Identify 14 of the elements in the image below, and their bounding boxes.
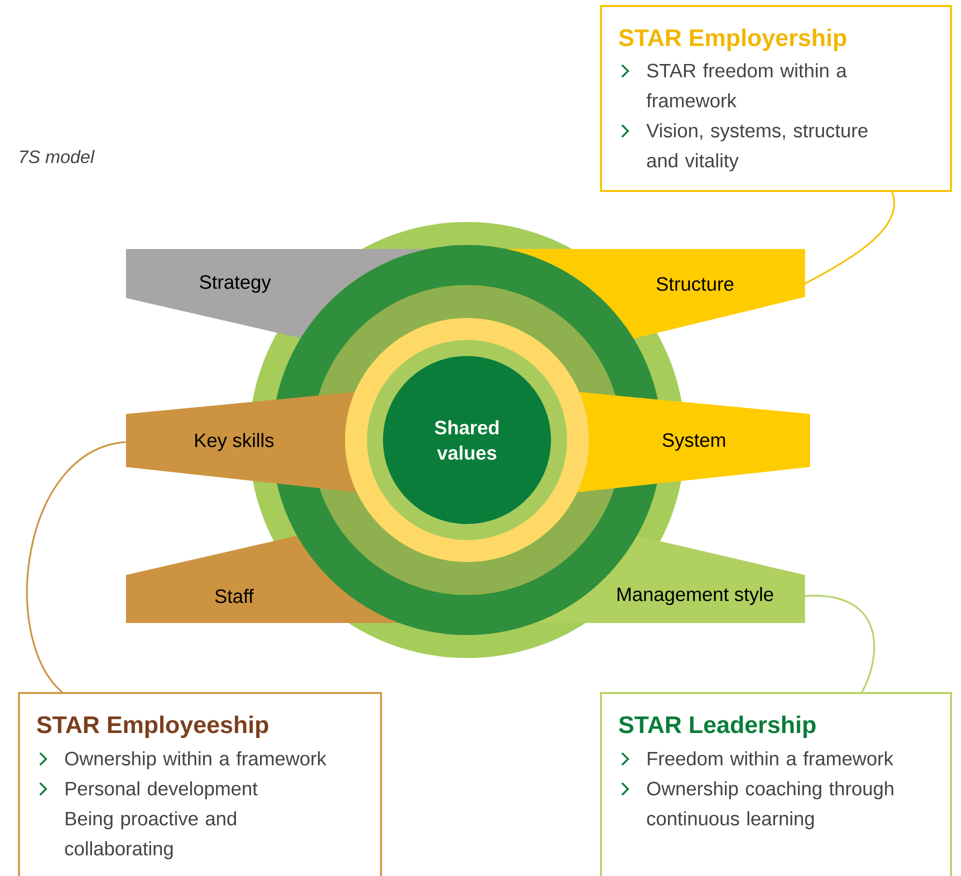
bullet-text: Being proactive and collaborating: [65, 811, 236, 860]
bullet-text: STAR freedom within a framework: [646, 63, 847, 108]
bullet-text: Personal development: [66, 781, 258, 800]
box-heading: STAR Leadership: [618, 716, 816, 738]
bullet-text: Vision, systems, structure and vitality: [646, 123, 868, 172]
bullet-text: Ownership coaching through continuous learning: [647, 781, 894, 830]
box-heading: STAR Employeeship: [36, 716, 268, 738]
bullet-text: Freedom within a framework: [648, 751, 894, 766]
connector-line: [803, 595, 875, 692]
model-caption: 7S model: [20, 150, 95, 164]
box-heading: STAR Employership: [618, 28, 846, 51]
connector-line: [804, 192, 895, 285]
connector-line: [26, 441, 126, 693]
bullet-text: Ownership within a framework: [65, 751, 326, 770]
